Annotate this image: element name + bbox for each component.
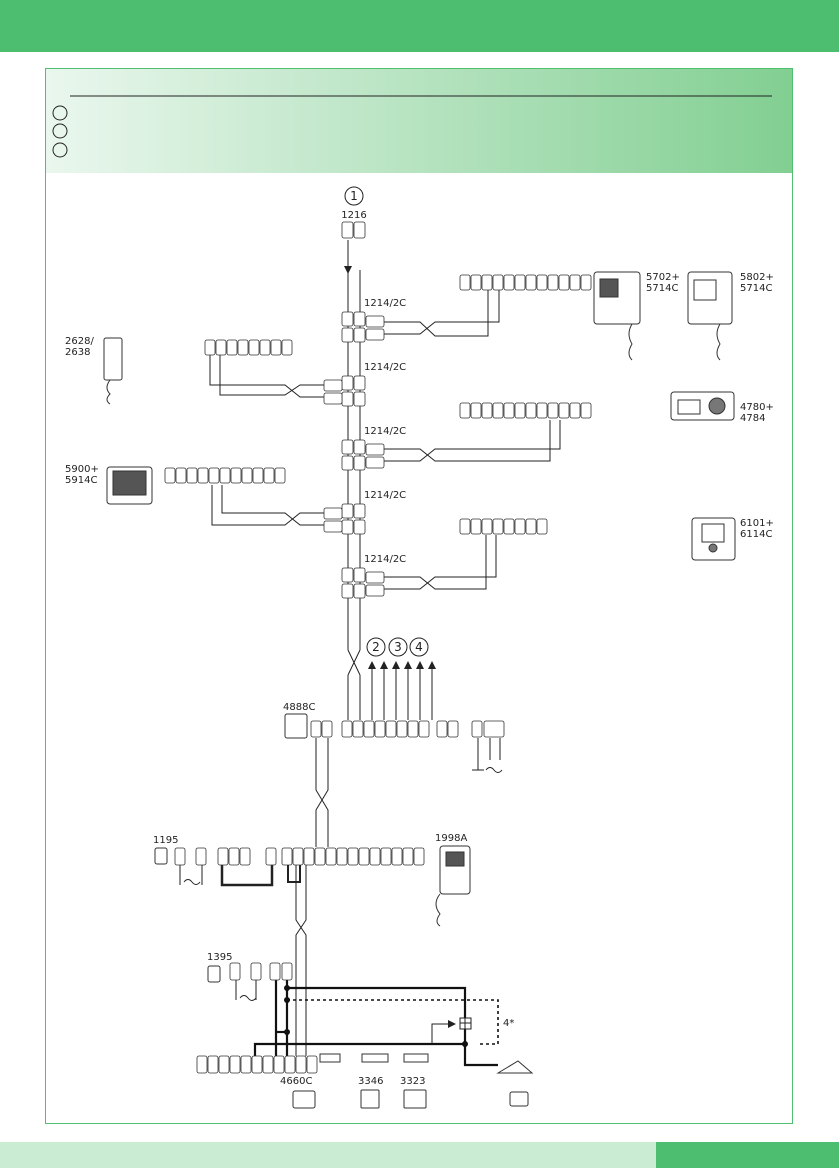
terminal-blocks bbox=[164, 221, 592, 1074]
circle-label-2: 2 bbox=[372, 640, 380, 654]
wiring bbox=[179, 240, 561, 1056]
label-1214-e: 1214/2C bbox=[364, 554, 406, 565]
label-5900-l2: 5914C bbox=[65, 475, 97, 486]
legend-circle-2 bbox=[52, 123, 68, 139]
label-1214-d: 1214/2C bbox=[364, 490, 406, 501]
lock-icon bbox=[509, 1091, 529, 1107]
label-5900-l1: 5900+ bbox=[65, 464, 99, 475]
label-1214-c: 1214/2C bbox=[364, 426, 406, 437]
power-4888-icon bbox=[284, 713, 308, 739]
label-6101-l2: 6114C bbox=[740, 529, 772, 540]
module-3346-icon bbox=[360, 1089, 380, 1109]
label-3323: 3323 bbox=[400, 1076, 425, 1087]
label-4780-l2: 4784 bbox=[740, 413, 765, 424]
module-3323-icon bbox=[403, 1089, 427, 1109]
label-4660: 4660C bbox=[280, 1076, 312, 1087]
label-4780-l1: 4780+ bbox=[740, 402, 774, 413]
monitor-5802-icon bbox=[687, 271, 733, 325]
header-band bbox=[46, 69, 792, 173]
label-1214-b: 1214/2C bbox=[364, 362, 406, 373]
transformer-1195-icon bbox=[154, 847, 168, 865]
legend-circle-1 bbox=[52, 105, 68, 121]
transformer-1395-icon bbox=[207, 965, 221, 983]
label-1214-a: 1214/2C bbox=[364, 298, 406, 309]
label-5702-l2: 5714C bbox=[646, 283, 678, 294]
label-1395: 1395 bbox=[207, 952, 232, 963]
device-icons bbox=[103, 271, 736, 1109]
label-3346: 3346 bbox=[358, 1076, 383, 1087]
label-1216: 1216 bbox=[341, 210, 366, 221]
label-note-star: 4* bbox=[503, 1018, 514, 1029]
diagram-frame bbox=[45, 68, 793, 1124]
label-5802-l2: 5714C bbox=[740, 283, 772, 294]
panel-4660-icon bbox=[292, 1090, 316, 1109]
labels: 1 2 3 4 1216 1214/2C 1214/2C 1214/2C 121… bbox=[65, 189, 774, 1087]
circle-label-3: 3 bbox=[394, 640, 402, 654]
circle-markers bbox=[344, 186, 429, 657]
label-5802-l1: 5802+ bbox=[740, 272, 774, 283]
circle-label-4: 4 bbox=[415, 640, 423, 654]
door-release-icon bbox=[496, 1060, 534, 1074]
footer-bar-light bbox=[0, 1142, 656, 1168]
label-1195: 1195 bbox=[153, 835, 178, 846]
label-2628-l2: 2638 bbox=[65, 347, 90, 358]
legend-circle-3 bbox=[52, 142, 68, 158]
label-4888: 4888C bbox=[283, 702, 315, 713]
label-5702-l1: 5702+ bbox=[646, 272, 680, 283]
label-1998: 1998A bbox=[435, 833, 467, 844]
circle-label-1: 1 bbox=[350, 189, 358, 203]
top-banner bbox=[0, 0, 839, 52]
dashed-link bbox=[287, 999, 499, 1045]
label-2628-l1: 2628/ bbox=[65, 336, 94, 347]
footer-bar-dark bbox=[656, 1142, 839, 1168]
handset-2628-icon bbox=[103, 337, 123, 381]
label-6101-l1: 6101+ bbox=[740, 518, 774, 529]
